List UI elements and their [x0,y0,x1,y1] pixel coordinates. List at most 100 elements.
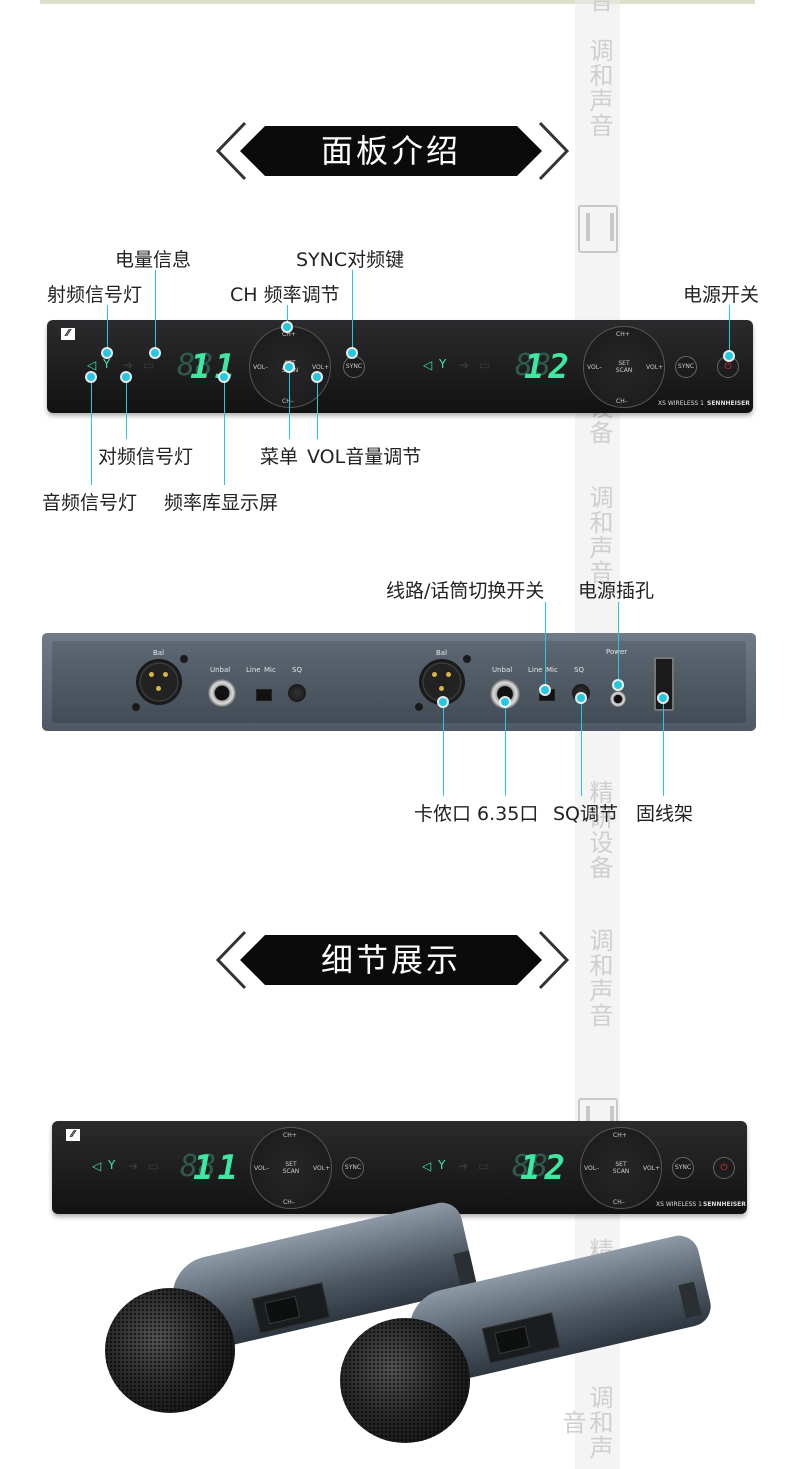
label-vol: VOL音量调节 [307,446,422,468]
channel-display-2: 12 [520,1148,569,1188]
callout-line [581,698,582,796]
callout-dot [541,686,549,694]
antenna-icon: Y [438,1158,446,1172]
ch-minus-label: CH– [616,398,628,405]
model-name: XS WIRELESS 1 [658,400,704,407]
callout-line [317,377,318,439]
chevron-right-icon [538,930,570,990]
antenna-icon: Y [103,357,111,371]
callout-line [729,305,730,353]
watermark-text: 音 [585,0,613,13]
audio-icon: ◁ [423,358,433,372]
cable-holder[interactable] [654,657,674,711]
label-jack-635: 卡侬口 6.35口 [414,803,539,825]
callout-dot [313,373,321,381]
callout-line [224,377,225,485]
vol-minus-label: VOL– [584,1165,600,1172]
jog-dial-1[interactable]: CH+ CH– VOL– VOL+ SET SCAN [250,1127,332,1209]
jack-output-1[interactable] [208,679,236,707]
callout-dot [103,349,111,357]
power-button[interactable]: ⏻ [713,1157,735,1179]
callout-line [155,270,156,353]
section-title: 细节展示 [320,941,461,979]
audio-icon: ◁ [87,358,97,372]
callout-line [287,305,288,327]
chevron-left-icon [215,121,247,181]
label-pair-led: 对频信号灯 [98,446,194,468]
watermark-text: 调和声音 [585,38,613,138]
ch-minus-label: CH– [613,1199,625,1206]
antenna-icon: Y [108,1158,116,1172]
top-band [40,0,755,4]
callout-dot [283,323,291,331]
jog-dial-2[interactable]: CH+ CH– VOL– VOL+ SET SCAN [583,326,665,408]
callout-line [126,377,127,439]
receiver-rear-panel: Bal Unbal Line Mic SQ Bal Unbal Line Mic… [42,633,756,731]
receiver-front-panel: ⁄⁄ ◁ Y ➔ ▭ 88 11 CH+ CH– VOL– VOL+ SET S… [47,320,753,413]
jog-dial-2[interactable]: CH+ CH– VOL– VOL+ SET SCAN [580,1127,662,1209]
antenna-icon: Y [439,357,447,371]
sync-button-1[interactable]: SYNC [342,1157,364,1179]
battery-icon: ▭ [143,358,155,372]
vol-plus-label: VOL+ [312,364,330,371]
brand-name: SENNHEISER [707,400,750,407]
pair-icon: ➔ [458,1159,469,1173]
battery-icon: ▭ [148,1159,160,1173]
callout-line [505,702,506,796]
watermark-text: 精研设备 [585,780,613,880]
channel-display-1: 11 [193,1148,242,1188]
ch-plus-label: CH+ [283,1132,297,1139]
set-scan-label: SET SCAN [282,1161,300,1175]
callout-line [545,602,546,690]
chevron-right-icon [538,121,570,181]
sync-button-1[interactable]: SYNC [343,356,365,378]
xlr-output-2[interactable] [419,659,465,705]
segment-ghost: 88 [180,1149,217,1184]
label-ch-adjust: CH 频率调节 [230,284,340,306]
callout-dot [725,352,733,360]
sync-button-2[interactable]: SYNC [672,1157,694,1179]
ch-plus-label: CH+ [616,331,630,338]
screw [180,655,188,663]
sync-button-2[interactable]: SYNC [675,356,697,378]
audio-icon: ◁ [92,1159,102,1173]
brand-name: SENNHEISER [703,1201,746,1208]
label-sq: SQ调节 [553,803,619,825]
label-freq-display: 频率库显示屏 [164,492,279,514]
xlr-output-1[interactable] [136,659,182,705]
callout-line [352,270,353,353]
screw [415,703,423,711]
watermark-column [575,0,620,1469]
callout-dot [348,349,356,357]
pair-icon: ➔ [128,1159,139,1173]
power-jack[interactable] [610,691,626,707]
rear-label-power: Power [606,648,628,656]
callout-dot [439,698,447,706]
vol-plus-label: VOL+ [643,1165,661,1172]
rear-label-unbal: Unbal [210,666,231,674]
vol-minus-label: VOL– [253,364,269,371]
label-menu: 菜单 [260,446,299,468]
vol-minus-label: VOL– [254,1165,270,1172]
label-power-switch: 电源开关 [683,284,760,306]
line-mic-switch-1[interactable] [256,689,272,701]
mic-grille [340,1318,470,1443]
ch-plus-label: CH+ [282,331,296,338]
set-scan-label: SET SCAN [615,360,633,374]
callout-line [443,702,444,796]
channel-display-1: 11 [190,347,239,387]
sennheiser-logo: ⁄⁄ [61,328,75,340]
pair-icon: ➔ [123,358,134,372]
battery-icon: ▭ [479,358,491,372]
channel-display-2: 12 [524,347,573,387]
rear-label-unbal: Unbal [492,666,513,674]
sennheiser-logo: ⁄⁄ [66,1129,80,1141]
callout-dot [122,373,130,381]
sq-knob-1[interactable] [288,684,306,702]
watermark-text: 调和声音 [585,928,613,1028]
rear-label-sq: SQ [292,666,302,674]
callout-dot [614,681,622,689]
audio-icon: ◁ [422,1159,432,1173]
rear-label-mic: Mic [264,666,276,674]
sq-knob-2[interactable] [572,684,590,702]
